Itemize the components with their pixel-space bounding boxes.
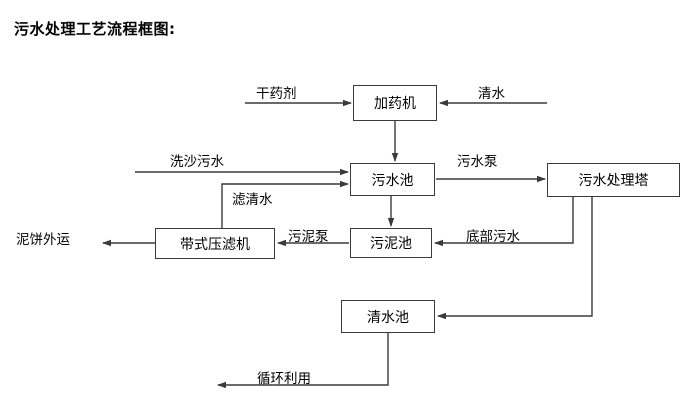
node-dosing-machine-label: 加药机 <box>374 96 416 112</box>
edge-label-sand-wash-sewage: 洗沙污水 <box>170 154 224 170</box>
node-belt-filter-press-label: 带式压滤机 <box>180 236 250 253</box>
node-clear-water-pool-label: 清水池 <box>367 309 409 326</box>
edge-tower-to-sludge <box>434 197 574 247</box>
page-title: 污水处理工艺流程框图: <box>14 20 176 38</box>
edge-label-bottom-sewage: 底部污水 <box>466 229 520 245</box>
node-sewage-treatment-tower-label: 污水处理塔 <box>578 173 649 189</box>
node-clear-water-pool[interactable]: 清水池 <box>341 300 435 333</box>
edge-clearwater-to-recycle <box>217 333 389 389</box>
edge-filtrate-to-sewage <box>221 180 349 228</box>
edge-label-filtrate: 滤清水 <box>232 192 273 208</box>
node-sewage-pool-label: 污水池 <box>371 172 414 189</box>
edge-tower-to-clearwater <box>437 197 593 320</box>
edge-label-recycle-use: 循环利用 <box>257 371 311 387</box>
terminal-label-dry-agent: 干药剂 <box>256 86 297 102</box>
edge-label-sludge-pump: 污泥泵 <box>288 229 329 245</box>
node-sludge-pool-label: 污泥池 <box>370 236 412 252</box>
node-sewage-pool[interactable]: 污水池 <box>350 163 435 196</box>
terminal-label-mud-cake-out: 泥饼外运 <box>16 232 70 248</box>
node-belt-filter-press[interactable]: 带式压滤机 <box>155 228 275 259</box>
node-sludge-pool[interactable]: 污泥池 <box>350 228 432 258</box>
node-dosing-machine[interactable]: 加药机 <box>353 85 437 121</box>
terminal-label-clean-water: 清水 <box>478 86 505 102</box>
node-sewage-treatment-tower[interactable]: 污水处理塔 <box>547 163 680 197</box>
edge-label-sewage-pump: 污水泵 <box>457 154 498 170</box>
